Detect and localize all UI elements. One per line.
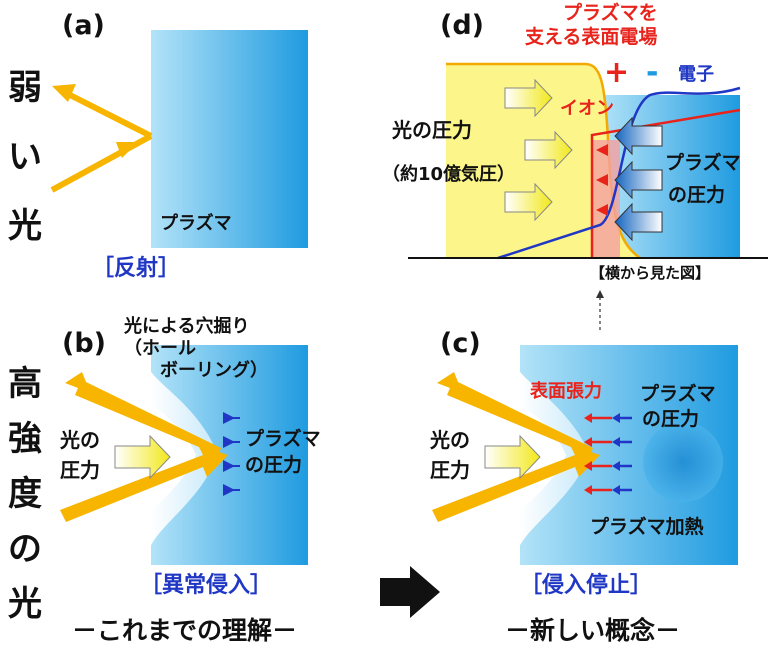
side-view-label: 【横から見た図】 bbox=[590, 264, 711, 282]
panel-b-caption: ［異常侵入］ bbox=[140, 573, 273, 598]
strong-char-3: 度 bbox=[8, 474, 42, 514]
panel-c-light-pressure-1: 光の bbox=[430, 428, 470, 452]
panel-a-label: (a) bbox=[62, 10, 105, 41]
surface-field-label-1: プラズマを bbox=[563, 2, 658, 24]
new-concept-caption: －新しい概念－ bbox=[505, 616, 681, 645]
panel-b-light-pressure-2: 圧力 bbox=[60, 458, 100, 482]
laser-beams-b bbox=[60, 372, 228, 522]
strong-light-label: 高 強 度 の 光 bbox=[8, 356, 42, 625]
weak-char-2: い bbox=[8, 137, 42, 177]
strong-char-4: の bbox=[8, 529, 42, 569]
ion-density-curve bbox=[590, 108, 741, 258]
panel-b-plasma-pressure-2: の圧力 bbox=[245, 454, 303, 476]
panel-a-caption: ［反射］ bbox=[92, 256, 181, 281]
hole-boring-label-1: 光による穴掘り bbox=[124, 316, 250, 337]
plasma-pressure-arrows-b bbox=[223, 412, 240, 496]
panel-d-light-pressure-value: （約10億気圧） bbox=[382, 164, 516, 185]
strong-char-2: 強 bbox=[8, 419, 42, 459]
panel-c-light-pressure-2: 圧力 bbox=[430, 458, 470, 482]
ion-arrows-d bbox=[596, 144, 608, 216]
panel-c-label: (c) bbox=[440, 328, 481, 359]
panel-d-plasma-pressure-1: プラズマ bbox=[665, 152, 741, 174]
panel-c-caption: ［侵入停止］ bbox=[520, 573, 653, 598]
reflected-light-arrows-a bbox=[50, 84, 153, 193]
progress-arrow bbox=[380, 566, 440, 618]
hole-glow-c bbox=[520, 372, 590, 545]
light-pressure-arrows-d bbox=[504, 78, 573, 222]
surface-field-label-2: 支える表面電場 bbox=[525, 26, 658, 48]
strong-char-5: 光 bbox=[8, 584, 42, 624]
weak-char-3: 光 bbox=[8, 206, 42, 246]
electron-label: 電子 bbox=[678, 64, 714, 85]
plus-sign: + bbox=[604, 55, 630, 90]
plasma-slab-b bbox=[151, 345, 308, 565]
laser-beams-c bbox=[432, 372, 600, 522]
heated-region-c bbox=[643, 422, 723, 502]
panel-b-plasma-pressure-1: プラズマ bbox=[245, 428, 321, 450]
panel-c-plasma-pressure-1: プラズマ bbox=[640, 383, 716, 405]
light-pressure-arrow-b bbox=[114, 434, 171, 480]
hole-boring-label-2: （ホール bbox=[124, 338, 196, 359]
old-understanding-caption: －これまでの理解－ bbox=[72, 616, 298, 645]
hole-boring-label-3: ボーリング） bbox=[160, 360, 268, 381]
plasma-slab-a bbox=[151, 30, 308, 248]
plasma-heating-label: プラズマ加熱 bbox=[590, 516, 704, 538]
weak-char-1: 弱 bbox=[8, 68, 42, 108]
plasma-pressure-arrows-c bbox=[612, 413, 632, 495]
light-pressure-arrow-c bbox=[484, 434, 541, 480]
surface-tension-label: 表面張力 bbox=[530, 381, 602, 402]
panel-c-plasma-pressure-2: の圧力 bbox=[642, 408, 700, 430]
hole-glow-b bbox=[151, 372, 218, 545]
panel-d-light-pressure: 光の圧力 bbox=[392, 118, 472, 142]
minus-sign: - bbox=[646, 55, 659, 90]
ion-label: イオン bbox=[560, 98, 614, 119]
panel-d-label: (d) bbox=[440, 10, 485, 41]
plasma-slab-c bbox=[520, 345, 738, 565]
strong-char-1: 高 bbox=[8, 364, 42, 404]
plasma-pressure-arrows-d bbox=[614, 116, 663, 242]
ion-layer-d bbox=[592, 140, 620, 258]
surface-tension-arrows-c bbox=[584, 413, 612, 495]
weak-light-label: 弱 い 光 bbox=[8, 60, 42, 247]
panel-a-plasma-label: プラズマ bbox=[160, 213, 232, 234]
panel-b-label: (b) bbox=[62, 328, 107, 359]
panel-b-light-pressure-1: 光の bbox=[60, 428, 100, 452]
electron-density-curve bbox=[497, 86, 741, 260]
panel-d-plasma-pressure-2: の圧力 bbox=[668, 184, 726, 206]
